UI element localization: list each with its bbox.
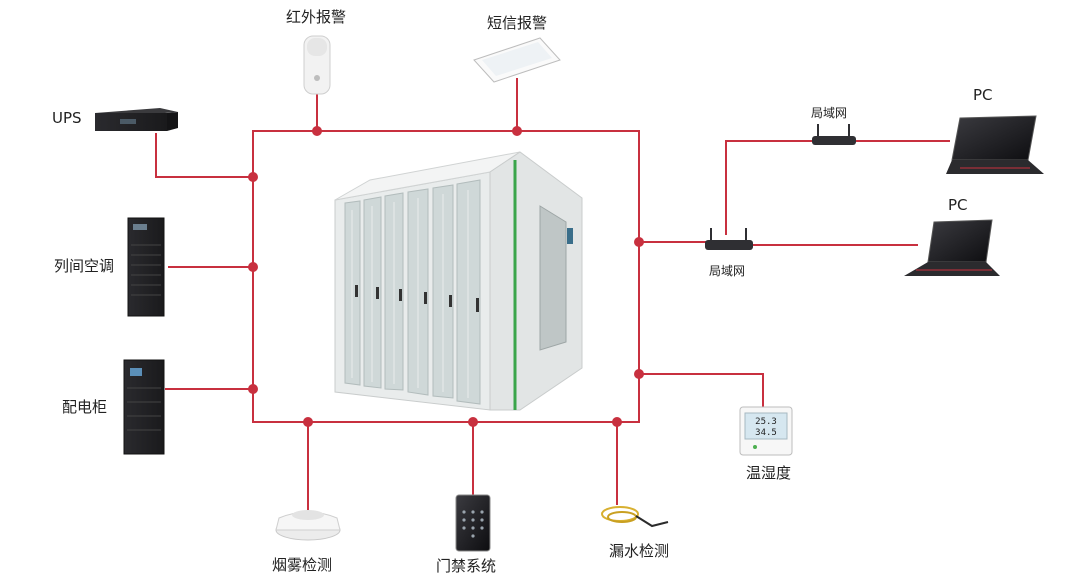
inrow-ac-label: 列间空调 xyxy=(54,257,115,275)
line-lan-up xyxy=(725,140,816,235)
water-leak-label: 漏水检测 xyxy=(609,542,670,560)
data-center-module-image xyxy=(334,151,583,411)
sms-alarm-label: 短信报警 xyxy=(487,14,548,32)
infrared-alarm-label: 红外报警 xyxy=(286,8,347,26)
lan-bottom-label: 局域网 xyxy=(709,264,746,278)
junction-dot xyxy=(248,384,258,394)
thermo-hygrometer-icon: 25.3 34.5 xyxy=(739,406,793,456)
ups-label: UPS xyxy=(52,109,82,127)
access-control-icon xyxy=(455,494,491,552)
power-cabinet-icon xyxy=(123,359,165,455)
laptop-icon xyxy=(946,115,1044,174)
junction-dot xyxy=(303,417,313,427)
smoke-detector-icon xyxy=(275,510,341,541)
junction-dots xyxy=(248,126,644,427)
junction-dot xyxy=(612,417,622,427)
smartphone-icon xyxy=(473,37,561,83)
pc-bottom-label: PC xyxy=(948,196,968,214)
inrow-ac-icon xyxy=(127,217,165,317)
line-ups xyxy=(155,133,253,178)
thermo-humidity-readout: 34.5 xyxy=(755,428,777,438)
router-icon xyxy=(812,124,856,145)
junction-dot xyxy=(634,369,644,379)
temp-humidity-label: 温湿度 xyxy=(746,464,792,482)
power-cabinet-label: 配电柜 xyxy=(62,398,108,416)
water-leak-cable-icon xyxy=(601,506,669,528)
junction-dot xyxy=(312,126,322,136)
smoke-detection-label: 烟雾检测 xyxy=(272,556,333,574)
line-thermo xyxy=(639,373,764,407)
lan-top-label: 局域网 xyxy=(811,106,848,120)
junction-dot xyxy=(248,172,258,182)
junction-dot xyxy=(512,126,522,136)
junction-dot xyxy=(248,262,258,272)
thermo-temp-readout: 25.3 xyxy=(755,417,777,427)
infrared-alarm-icon xyxy=(303,35,331,95)
ups-icon xyxy=(95,108,178,131)
laptop-icon xyxy=(904,219,1000,276)
main-loop xyxy=(252,130,640,423)
router-icon xyxy=(705,228,753,250)
pc-top-label: PC xyxy=(973,86,993,104)
access-control-label: 门禁系统 xyxy=(436,557,497,575)
connection-lines xyxy=(155,78,950,510)
junction-dot xyxy=(634,237,644,247)
junction-dot xyxy=(468,417,478,427)
